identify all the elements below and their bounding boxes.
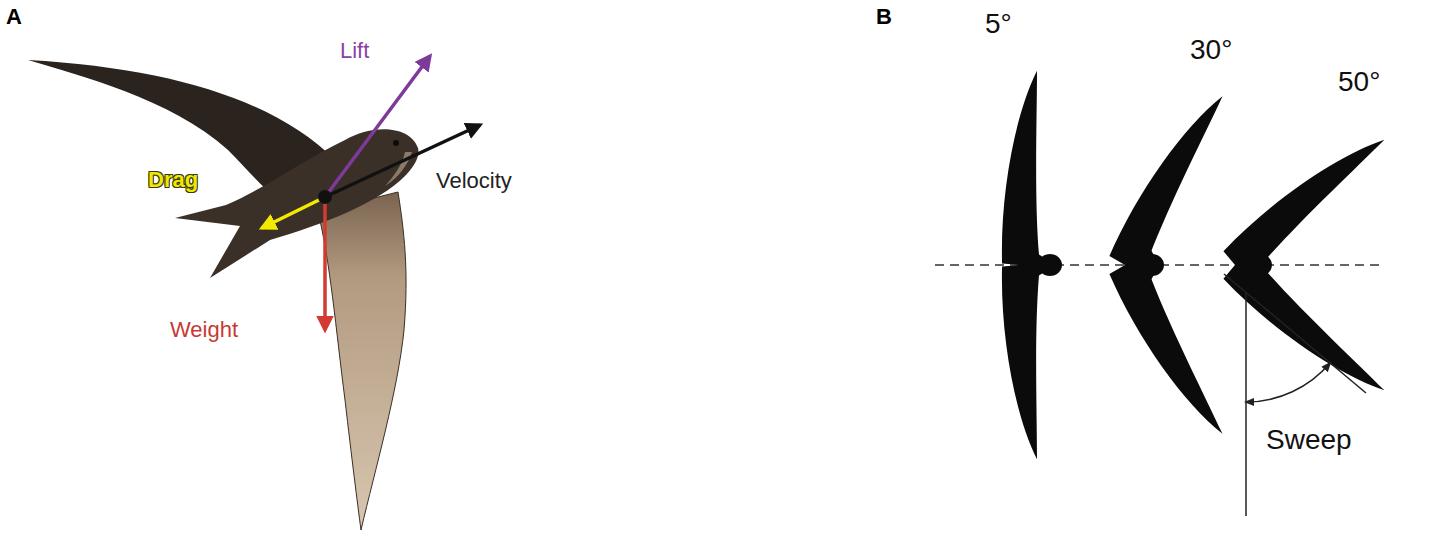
sweep-angle-value: 5° xyxy=(985,8,1012,40)
wing-silhouette xyxy=(999,69,1067,461)
lower-wing xyxy=(318,192,406,530)
bird-body xyxy=(175,129,418,278)
force-label: Lift xyxy=(340,38,369,63)
lift-arrow xyxy=(325,56,430,197)
drag-arrow xyxy=(262,197,325,228)
sweep-angle-value: 50° xyxy=(1338,66,1380,98)
sweep-angle-value: 30° xyxy=(1190,34,1232,66)
sweep-angle-marker xyxy=(1224,274,1366,516)
force-label: Drag xyxy=(148,167,198,192)
force-label: Velocity xyxy=(436,168,512,193)
swift-illustration xyxy=(28,60,418,530)
force-label: Weight xyxy=(170,317,238,342)
wing-silhouette xyxy=(1107,86,1249,445)
wing-silhouette xyxy=(1221,123,1403,406)
panel-letter: A xyxy=(6,4,22,29)
bird-eye xyxy=(393,140,399,146)
weight-arrow xyxy=(323,197,327,330)
center-of-mass xyxy=(318,190,332,204)
panel-letter: B xyxy=(876,4,892,29)
sweep-label: Sweep xyxy=(1266,424,1352,456)
